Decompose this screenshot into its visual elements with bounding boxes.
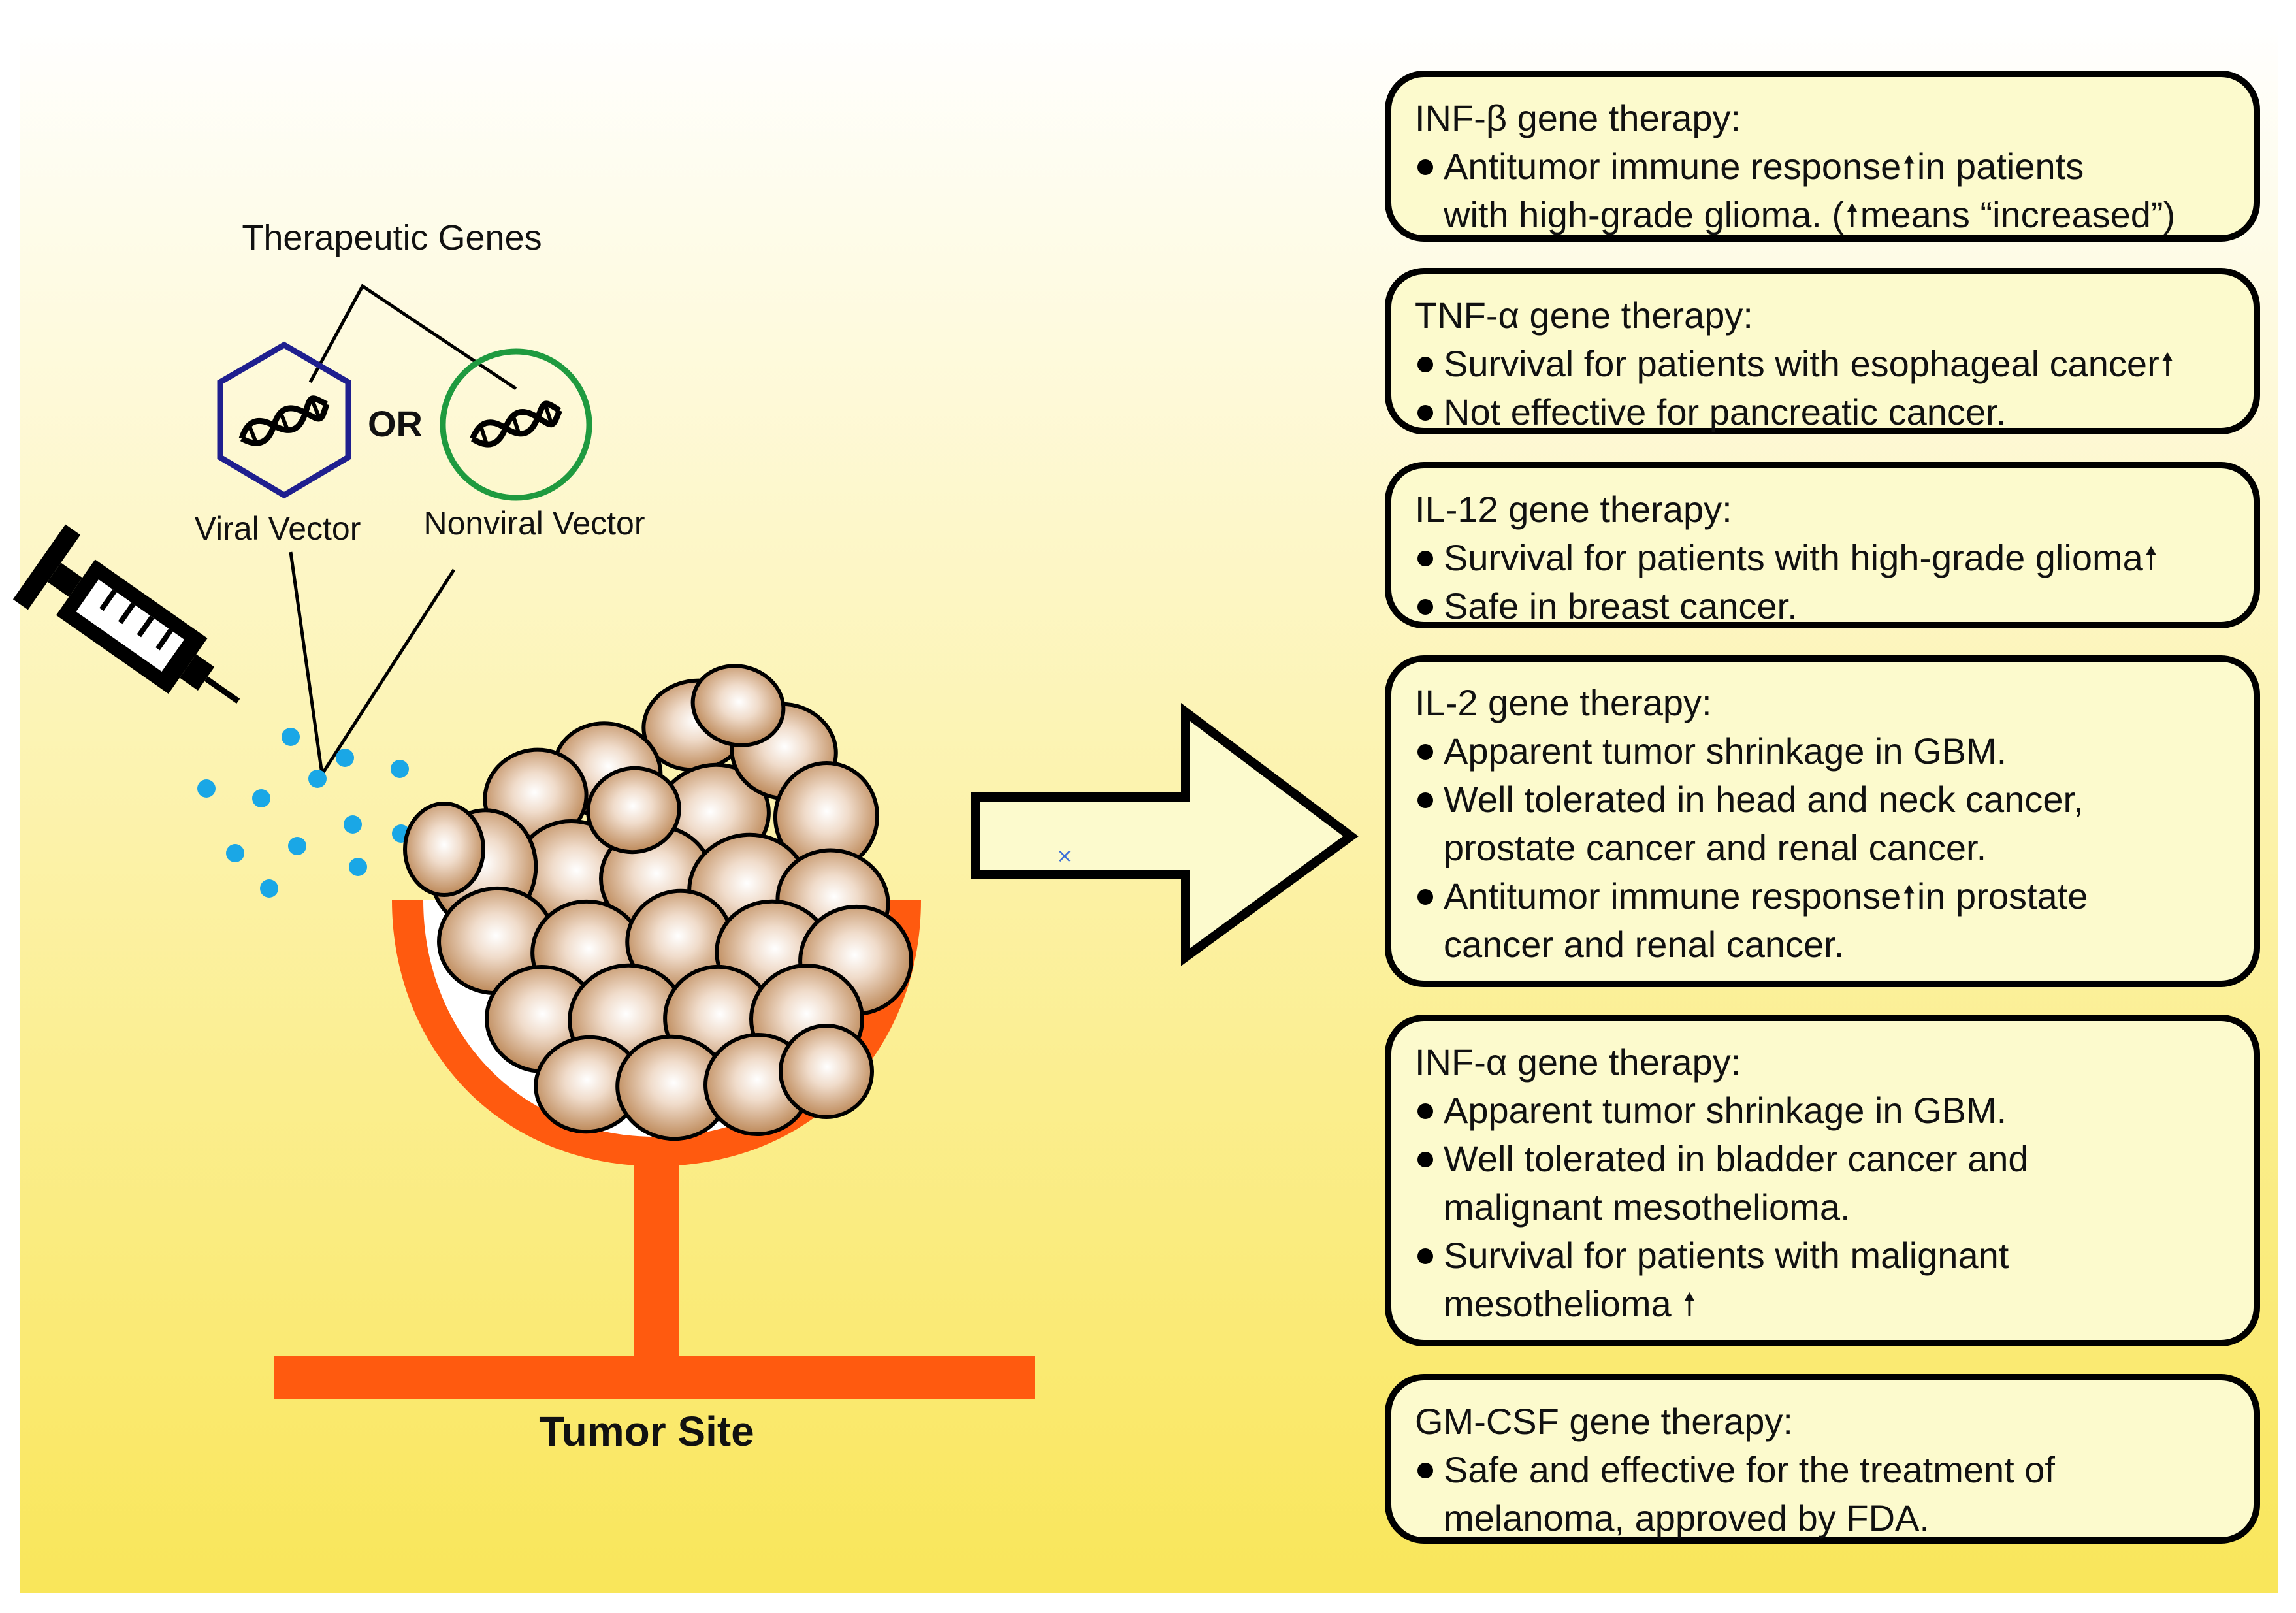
syringe-icon [12,524,240,704]
vector-leader-line [320,568,456,775]
or-label: OR [368,403,423,444]
particle [344,815,362,834]
box-list: Apparent tumor shrinkage in GBM. Well to… [1415,727,2230,969]
therapy-box-il2: IL-2 gene therapy: Apparent tumor shrink… [1385,655,2260,987]
list-item: Apparent tumor shrinkage in GBM. [1415,727,2230,775]
note-text: means “increased”) [1860,194,2176,235]
box-list: Survival for patients with esophageal ca… [1415,340,2230,436]
therapy-box-inf-beta: INF-β gene therapy: Antitumor immune res… [1385,71,2260,242]
list-item: Survival for patients with malignant mes… [1415,1231,2230,1328]
big-right-arrow [971,702,1359,966]
nonviral-vector-circle [440,348,592,501]
item-text: Safe and effective for the treatment of … [1444,1449,2055,1539]
tumor-cell [779,1024,874,1119]
nonviral-vector-label: Nonviral Vector [423,505,645,542]
item-text: Antitumor immune response [1444,146,1901,187]
therapy-box-il12: IL-12 gene therapy: Survival for patient… [1385,462,2260,628]
tumor-holder-stem [634,1160,679,1359]
legend-note: (🠕means “increased”) [1822,194,2176,235]
dna-icon [470,400,562,448]
particle [336,749,354,767]
tumor-cells [403,664,913,1141]
note-open: ( [1832,194,1845,235]
arrow-up-icon: 🠕 [1902,880,1916,915]
particle [252,789,270,807]
arrow-up-icon: 🠕 [2144,542,2158,576]
box-title: IL-12 gene therapy: [1415,489,1732,530]
list-item: Safe and effective for the treatment of … [1415,1446,2230,1542]
particle [349,858,367,876]
cursor-mark: × [1056,845,1073,868]
list-item: Well tolerated in bladder cancer and mal… [1415,1135,2230,1231]
box-title: IL-2 gene therapy: [1415,682,1712,723]
tumor-site-label: Tumor Site [539,1408,754,1455]
box-title: INF-β gene therapy: [1415,97,1741,138]
arrow-up-icon: 🠕 [1683,1288,1696,1322]
list-item: Survival for patients with high-grade gl… [1415,534,2230,582]
therapy-box-gm-csf: GM-CSF gene therapy: Safe and effective … [1385,1374,2260,1544]
item-text-after: in patients with high-grade glioma. [1444,146,2084,235]
item-text: Survival for patients with malignant mes… [1444,1235,2009,1324]
box-list: Survival for patients with high-grade gl… [1415,534,2230,630]
box-title: GM-CSF gene therapy: [1415,1401,1793,1442]
item-text: Safe in breast cancer. [1444,585,1798,627]
therapy-box-inf-alpha: INF-α gene therapy: Apparent tumor shrin… [1385,1015,2260,1346]
list-item: Apparent tumor shrinkage in GBM. [1415,1086,2230,1135]
vector-leader-line [289,551,324,775]
arrow-up-icon: 🠕 [2160,348,2175,382]
item-text: Survival for patients with high-grade gl… [1444,537,2143,578]
viral-vector-hexagon [217,341,351,499]
particle [391,760,409,778]
particle [260,879,278,898]
viral-vector-label: Viral Vector [195,510,361,547]
particle [282,728,300,746]
list-item: Not effective for pancreatic cancer. [1415,388,2230,436]
genes-leader-line [308,284,517,391]
box-title: TNF-α gene therapy: [1415,295,1753,336]
item-text: Well tolerated in head and neck cancer, … [1444,779,2084,868]
list-item: Antitumor immune response🠕in prostate ca… [1415,872,2230,969]
item-text: Survival for patients with esophageal ca… [1444,343,2159,384]
item-text: Apparent tumor shrinkage in GBM. [1444,1090,2007,1131]
list-item: Well tolerated in head and neck cancer, … [1415,775,2230,872]
list-item: Survival for patients with esophageal ca… [1415,340,2230,388]
particle [197,779,216,798]
box-list: Antitumor immune response🠕in patients wi… [1415,142,2230,239]
gene-particles [197,728,410,898]
therapeutic-genes-label: Therapeutic Genes [242,218,542,257]
list-item: Antitumor immune response🠕in patients wi… [1415,142,2230,239]
tumor-holder-base [274,1356,1035,1399]
particle [308,770,327,788]
dna-icon [238,395,330,446]
box-title: INF-α gene therapy: [1415,1041,1741,1083]
item-text-after: in prostate cancer and renal cancer. [1444,875,2088,965]
item-text: Antitumor immune response [1444,875,1901,917]
item-text: Apparent tumor shrinkage in GBM. [1444,730,2007,772]
list-item: Safe in breast cancer. [1415,582,2230,630]
tumor-cell [403,802,485,897]
arrow-up-icon: 🠕 [1902,150,1916,185]
box-list: Apparent tumor shrinkage in GBM. Well to… [1415,1086,2230,1328]
particle [288,837,306,855]
tumor-cell [690,664,786,747]
item-text: Well tolerated in bladder cancer and mal… [1444,1138,2029,1228]
tumor-cell [586,766,681,855]
arrow-up-icon: 🠕 [1845,199,1859,233]
therapy-box-tnf-alpha: TNF-α gene therapy: Survival for patient… [1385,268,2260,434]
box-list: Safe and effective for the treatment of … [1415,1446,2230,1542]
item-text: Not effective for pancreatic cancer. [1444,391,2007,432]
particle [226,844,244,862]
